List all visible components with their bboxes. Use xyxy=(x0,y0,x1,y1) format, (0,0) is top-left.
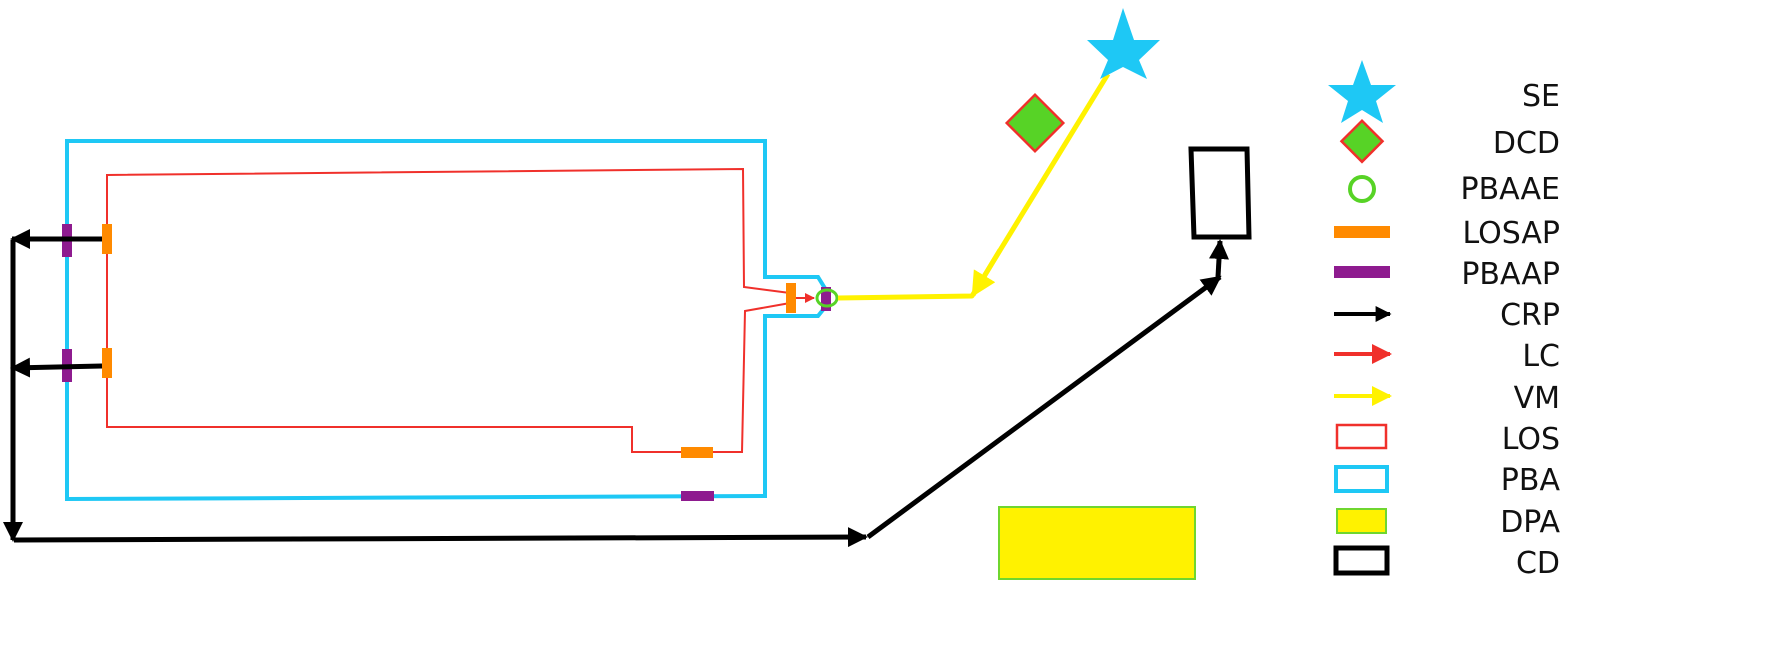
legend-symbol-dpa xyxy=(1336,508,1387,534)
losap-marker-bottom-left xyxy=(102,348,112,378)
legend-label-losap: LOSAP xyxy=(1463,216,1560,251)
legend-symbol-pbaae xyxy=(1348,175,1376,203)
crp-connector-middle xyxy=(10,357,103,378)
legend-label-pba: PBA xyxy=(1501,463,1561,498)
pbaap-marker-right xyxy=(821,287,831,311)
legend-symbol-pbaap xyxy=(1334,266,1390,278)
legend-symbol-los xyxy=(1335,423,1388,450)
crp-diagonal-route xyxy=(866,274,1222,540)
legend-symbol-pba xyxy=(1334,465,1389,493)
pbaae-ring xyxy=(815,288,839,308)
pbaap-marker-bottom xyxy=(681,491,714,501)
losap-marker-top-left xyxy=(102,224,112,254)
legend-symbol-cd xyxy=(1333,545,1390,576)
crp-cd-entry xyxy=(1209,239,1229,278)
legend-label-se: SE xyxy=(1522,79,1560,114)
cd-block xyxy=(1188,146,1252,240)
legend-symbol-losap xyxy=(1334,226,1390,238)
dcd-marker xyxy=(1004,92,1066,154)
legend-label-crp: CRP xyxy=(1500,298,1560,333)
crp-bottom-route xyxy=(13,527,868,548)
legend-label-cd: CD xyxy=(1516,546,1560,581)
los-outline xyxy=(106,167,791,453)
dpa-area xyxy=(998,506,1196,580)
legend-label-dpa: DPA xyxy=(1500,505,1560,540)
legend-label-dcd: DCD xyxy=(1493,126,1560,161)
legend-symbol-dcd xyxy=(1339,119,1385,164)
losap-marker-right xyxy=(786,283,796,313)
se-star-marker xyxy=(1087,8,1160,79)
vm-path xyxy=(837,72,1111,301)
pba-outline xyxy=(65,139,828,502)
losap-marker-bottom xyxy=(681,447,713,458)
legend-label-lc: LC xyxy=(1522,339,1560,374)
vm-arrow-head xyxy=(970,248,1003,298)
legend-label-vm: VM xyxy=(1514,381,1560,416)
legend-label-los: LOS xyxy=(1502,422,1560,457)
legend-symbol-se xyxy=(1328,60,1396,123)
legend-label-pbaae: PBAAE xyxy=(1460,172,1560,207)
legend-label-pbaap: PBAAP xyxy=(1461,257,1560,292)
legend: SE DCD PBAAE LOSAP PBAAP CRP LC VM LOS P… xyxy=(1328,60,1560,581)
